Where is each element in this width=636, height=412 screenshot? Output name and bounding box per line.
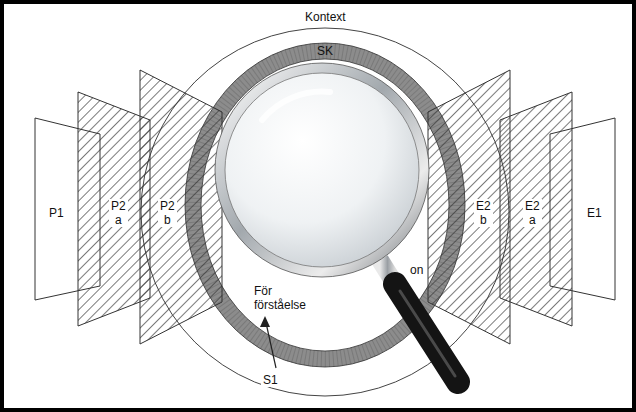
node-label: E1 — [585, 206, 604, 220]
partial-text: För förståelse — [252, 284, 308, 312]
node-label: Kontext — [303, 10, 348, 24]
node-label: SK — [315, 44, 335, 58]
lens-rim-edge — [215, 63, 429, 277]
effect-trapezoid-outline — [428, 70, 510, 344]
lens-glass — [224, 72, 420, 268]
arrow-head — [260, 316, 270, 327]
effect-trapezoid: E1 — [550, 118, 615, 300]
phase-trapezoid: P2 b — [140, 70, 222, 344]
callout-label: S1 — [261, 373, 280, 387]
node-label: P1 — [47, 206, 66, 220]
node-label: E2 b — [474, 199, 493, 227]
lens-rim-edge — [225, 73, 419, 267]
phase-trapezoid: P2 a — [78, 92, 150, 326]
effect-trapezoid-outline — [550, 118, 615, 300]
node-label: P2 a — [109, 199, 128, 227]
lens-rim — [220, 68, 424, 272]
node-label: E2 a — [523, 199, 542, 227]
lens-glare — [262, 92, 330, 120]
phase-trapezoid-outline — [140, 70, 222, 344]
effect-trapezoid: E2 a — [500, 92, 572, 326]
node-label: P2 b — [158, 199, 177, 227]
partial-text: on — [408, 263, 425, 277]
effect-trapezoid: E2 b — [428, 70, 510, 344]
